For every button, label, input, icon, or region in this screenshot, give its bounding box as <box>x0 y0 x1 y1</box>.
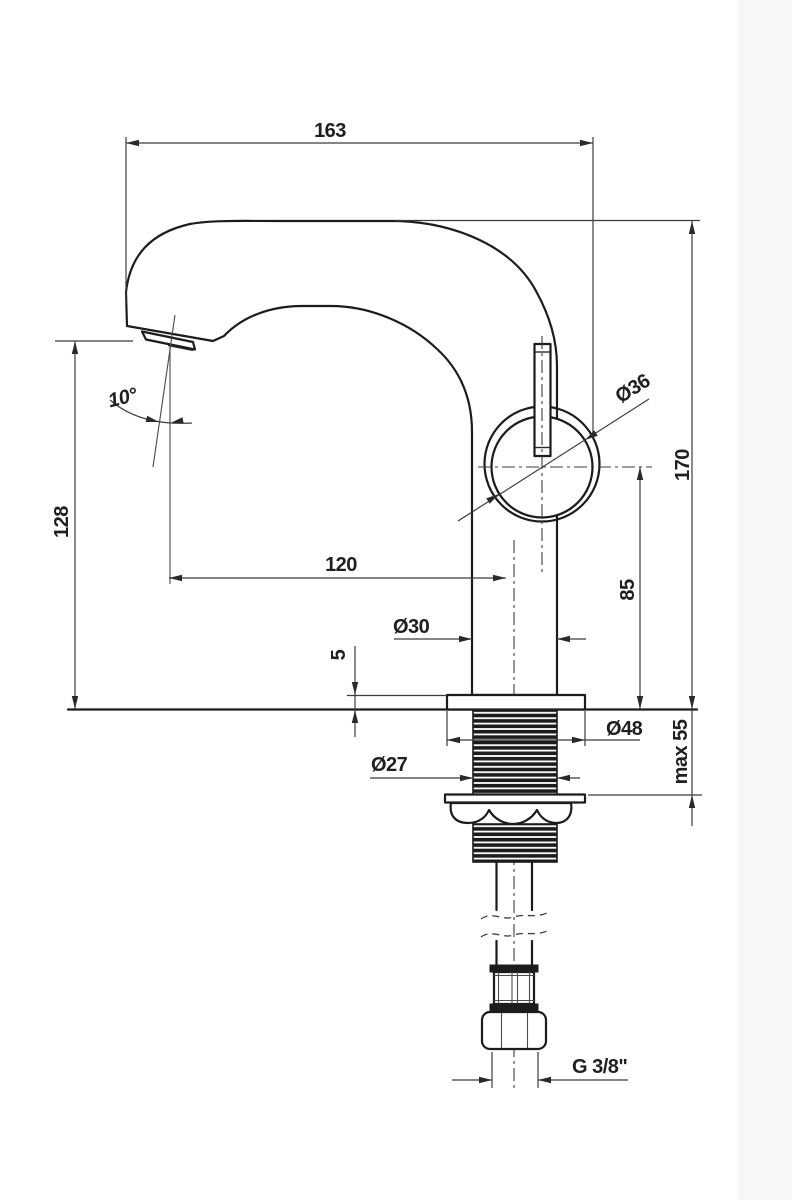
dim-supply-connection: G 3/8" <box>452 1052 628 1088</box>
dim-label-base-plate-diameter: Ø48 <box>606 718 643 740</box>
dim-label-base-plate-thickness: 5 <box>328 649 350 660</box>
right-gutter <box>738 0 792 1200</box>
dim-total-height: 170 <box>395 219 700 709</box>
hex-nut <box>480 1010 548 1051</box>
lock-nut <box>449 801 573 826</box>
dim-base-plate-diameter: Ø48 <box>446 711 643 746</box>
dim-label-max-mounting-thickness: max 55 <box>670 719 692 784</box>
base-plate-flange <box>445 693 587 711</box>
mounting-assembly <box>66 540 699 1090</box>
dim-max-mounting-thickness: max 55 <box>588 709 702 826</box>
dim-label-supply-connection: G 3/8" <box>572 1056 627 1078</box>
stream-axis-line <box>152 314 176 468</box>
dim-overall-length: 163 <box>125 120 594 433</box>
centerlines <box>152 314 652 584</box>
fitting-collar-bottom <box>489 1003 539 1013</box>
aerator-tip <box>140 330 197 351</box>
dim-label-shank-diameter: Ø27 <box>371 754 408 776</box>
dim-handle-center-height: 85 <box>617 467 644 709</box>
dim-base-plate-thickness: 5 <box>328 646 447 737</box>
spout-body-outline <box>124 219 559 697</box>
dim-body-diameter: Ø30 <box>393 616 586 643</box>
threaded-shank-lower <box>472 823 558 863</box>
dim-label-handle-center-height: 85 <box>617 579 639 601</box>
threaded-shank-upper <box>472 708 558 796</box>
dim-label-spout-reach: 120 <box>325 554 357 576</box>
dim-label-spout-outlet-height: 128 <box>51 506 73 538</box>
dim-spout-reach: 120 <box>169 554 506 582</box>
dim-label-overall-length: 163 <box>314 120 346 142</box>
dim-spout-outlet-height: 128 <box>51 340 133 709</box>
aerator-rim-line <box>167 344 194 352</box>
dim-label-body-diameter: Ø30 <box>393 616 430 638</box>
fitting-cage <box>492 970 536 1006</box>
dim-label-total-height: 170 <box>672 449 694 481</box>
dim-shank-diameter: Ø27 <box>370 754 580 782</box>
washer <box>443 793 587 804</box>
